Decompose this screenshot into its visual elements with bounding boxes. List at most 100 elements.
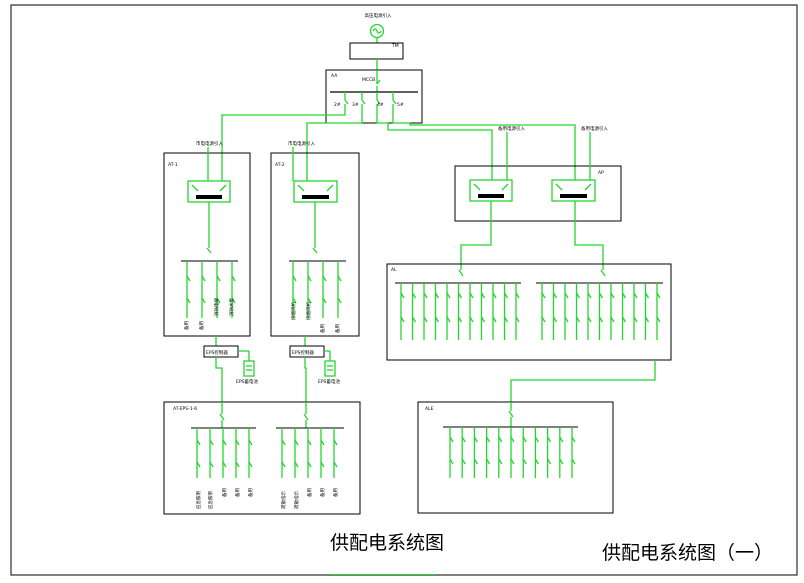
feeder-line <box>552 316 558 323</box>
feeder-line <box>400 292 405 299</box>
feeder-line <box>480 292 486 299</box>
eps-out-r1: 疏散指示 <box>280 491 287 509</box>
feeder-line <box>522 458 527 465</box>
eps-out-l1: 应急照明 <box>195 491 202 509</box>
feeder-line <box>498 458 503 465</box>
feeder-line <box>559 436 564 443</box>
feeder-line <box>552 292 558 299</box>
lv-feeder-label-4: 4# <box>377 102 384 108</box>
feeder-line <box>486 436 491 443</box>
dual-panel-box <box>454 165 622 222</box>
ats1-switch-bar <box>196 195 222 199</box>
feeder-line <box>547 458 552 465</box>
feeder-line <box>621 316 627 323</box>
feeder-line <box>281 439 286 446</box>
feeder-line <box>457 292 463 299</box>
lv-main-breaker-label: MCCB <box>362 77 375 83</box>
ats2-out-1: 排烟风机 <box>290 302 297 320</box>
ats2-incomer-label: 市电电源引入 <box>288 140 315 147</box>
eps-battery-1 <box>243 360 255 377</box>
dist-main-box <box>386 263 672 361</box>
feeder-line <box>411 292 417 299</box>
dual-switch-2 <box>551 179 596 202</box>
feeder-line <box>209 461 214 468</box>
feeder-line <box>522 436 527 443</box>
eps-out-l3: 备用 <box>221 488 228 497</box>
lv-feeder-label-2: 2# <box>334 102 341 108</box>
drawing-caption: 供配电系统图 <box>330 532 445 554</box>
feeder-line <box>281 461 286 468</box>
feeder-line <box>294 461 299 468</box>
feeder-line <box>473 436 478 443</box>
ats1-out-2: 备用 <box>198 321 205 330</box>
feeder-line <box>541 292 546 299</box>
feeder-line <box>434 292 440 299</box>
feeder-line <box>503 316 509 323</box>
feeder-line <box>457 316 463 323</box>
feeder-line <box>515 316 520 323</box>
feeder-line <box>423 316 428 323</box>
feeder-line <box>248 461 253 468</box>
feeder-line <box>633 316 638 323</box>
eps-out-r5: 备用 <box>332 488 339 497</box>
eps-controller-1-label: EPS控制器 <box>206 349 228 356</box>
lv-feeder-lines <box>221 104 576 180</box>
feeder-line <box>222 439 227 446</box>
feeder-line <box>564 316 569 323</box>
feeder-line <box>656 316 661 323</box>
eps-controller-2-label: EPS控制器 <box>292 349 314 356</box>
dual-switch-1-bar <box>478 194 504 198</box>
feeder-line <box>307 439 312 446</box>
feeder-line <box>534 436 539 443</box>
feeder-line <box>571 458 576 465</box>
feeder-line <box>320 461 325 468</box>
eps-battery-2 <box>324 360 336 377</box>
feeder-line <box>492 292 497 299</box>
dist-sub-feeders <box>449 427 576 478</box>
eps-feeders <box>196 428 338 478</box>
lv-feeder-label-3: 3# <box>352 102 359 108</box>
dual-switch-2-bar <box>560 194 587 198</box>
feeder-line <box>598 316 604 323</box>
feeder-line <box>196 439 201 446</box>
feeder-line <box>400 316 405 323</box>
feeder-line <box>196 461 201 468</box>
eps-out-r4: 备用 <box>319 488 326 497</box>
feeder-line <box>235 439 240 446</box>
feeder-line <box>621 292 627 299</box>
ats2-switch-bar <box>302 195 329 199</box>
feeder-line <box>461 436 466 443</box>
feeder-line <box>498 436 503 443</box>
dual-panel-name: AP <box>598 170 604 176</box>
feeder-line <box>449 458 454 465</box>
ats1-name: AT-1 <box>168 162 178 168</box>
feeder-line <box>547 436 552 443</box>
dist-main-name: AL <box>391 267 397 273</box>
feeder-line <box>534 458 539 465</box>
ats2-out-2: 排烟风机 <box>305 302 312 320</box>
feeder-line <box>503 292 509 299</box>
feeder-line <box>515 292 520 299</box>
feeder-line <box>473 458 478 465</box>
feeder-line <box>461 458 466 465</box>
feeder-line <box>333 439 338 446</box>
feeder-line <box>644 292 650 299</box>
feeder-line <box>510 436 515 443</box>
feeder-line <box>633 292 638 299</box>
eps-out-l5: 备用 <box>247 488 254 497</box>
lv-feeder-breakers <box>344 92 397 105</box>
lv-feeder-label-5: 5# <box>397 102 404 108</box>
feeder-line <box>587 316 592 323</box>
feeder-line <box>423 292 428 299</box>
feeder-line <box>486 458 491 465</box>
eps-battery-1-label: EPS蓄电池 <box>236 378 258 385</box>
ats1-incomer-label: 市电电源引入 <box>196 140 223 147</box>
feeder-line <box>294 439 299 446</box>
feeder-line <box>222 461 227 468</box>
feeder-line <box>480 316 486 323</box>
feeder-line <box>449 436 454 443</box>
eps-out-l2: 应急照明 <box>207 491 214 509</box>
eps-battery-2-label: EPS蓄电池 <box>318 378 340 385</box>
dist-main-feeders <box>400 283 661 340</box>
dual-incomer-1-label: 备用电源引入 <box>498 125 525 132</box>
